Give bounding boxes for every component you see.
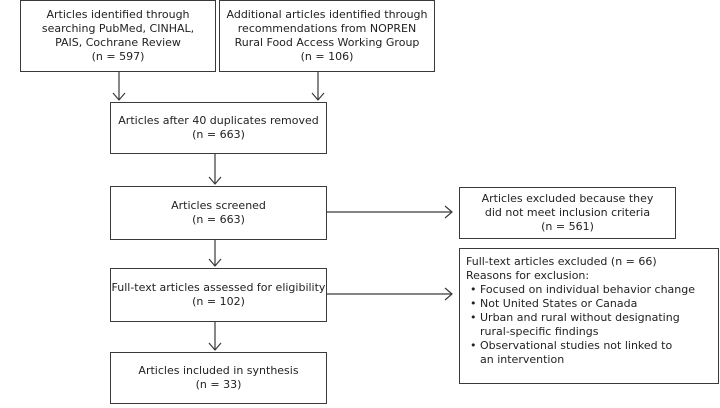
- exclusion-reason: •Urban and rural without designating: [470, 311, 680, 324]
- exclusion-reasons-heading: Reasons for exclusion:: [466, 269, 590, 282]
- eligibility-box-label: Full-text articles assessed for eligibil…: [111, 281, 326, 294]
- included-box: Articles included in synthesis (n = 33): [110, 352, 327, 404]
- excluded-screening-count: (n = 561): [541, 220, 594, 233]
- eligibility-box-count: (n = 102): [192, 295, 245, 308]
- duplicates-box-count: (n = 663): [192, 128, 245, 141]
- database-box-line-1: Articles identified through: [46, 8, 190, 21]
- bullet-icon: •: [470, 283, 477, 296]
- database-box-count: (n = 597): [91, 50, 145, 63]
- exclusion-reason: •Observational studies not linked to: [470, 339, 673, 352]
- bullet-icon: •: [470, 297, 477, 310]
- additional-box-line-3: Rural Food Access Working Group: [234, 36, 420, 49]
- excluded-fulltext-box: Full-text articles excluded (n = 66) Rea…: [459, 248, 719, 384]
- database-box-line-2: searching PubMed, CINHAL,: [41, 22, 195, 35]
- screened-box-label: Articles screened: [171, 199, 266, 212]
- excluded-screening-line-1: Articles excluded because they: [481, 192, 654, 205]
- additional-box-line-1: Additional articles identified through: [226, 8, 428, 21]
- additional-box-count: (n = 106): [300, 50, 354, 63]
- exclusion-reason-continued: rural-specific findings: [480, 325, 599, 338]
- screened-box-count: (n = 663): [192, 213, 245, 226]
- exclusion-reason-continued: an intervention: [480, 353, 565, 366]
- exclusion-reason: •Not United States or Canada: [470, 297, 638, 310]
- excluded-screening-box: Articles excluded because they did not m…: [459, 187, 676, 239]
- database-search-box: Articles identified through searching Pu…: [20, 0, 216, 72]
- exclusion-reason: •Focused on individual behavior change: [470, 283, 695, 296]
- bullet-icon: •: [470, 311, 477, 324]
- additional-articles-box: Additional articles identified through r…: [219, 0, 435, 72]
- excluded-screening-line-2: did not meet inclusion criteria: [484, 206, 651, 219]
- included-box-count: (n = 33): [195, 378, 242, 391]
- duplicates-removed-box: Articles after 40 duplicates removed (n …: [110, 102, 327, 154]
- additional-box-line-2: recommendations from NOPREN: [237, 22, 417, 35]
- bullet-icon: •: [470, 339, 477, 352]
- exclusion-reasons-list: •Focused on individual behavior change •…: [466, 283, 710, 367]
- duplicates-box-label: Articles after 40 duplicates removed: [118, 114, 319, 127]
- eligibility-box: Full-text articles assessed for eligibil…: [110, 268, 327, 322]
- screened-box: Articles screened (n = 663): [110, 186, 327, 240]
- excluded-fulltext-title: Full-text articles excluded (n = 66): [466, 255, 657, 268]
- included-box-label: Articles included in synthesis: [138, 364, 299, 377]
- database-box-line-3: PAIS, Cochrane Review: [55, 36, 181, 49]
